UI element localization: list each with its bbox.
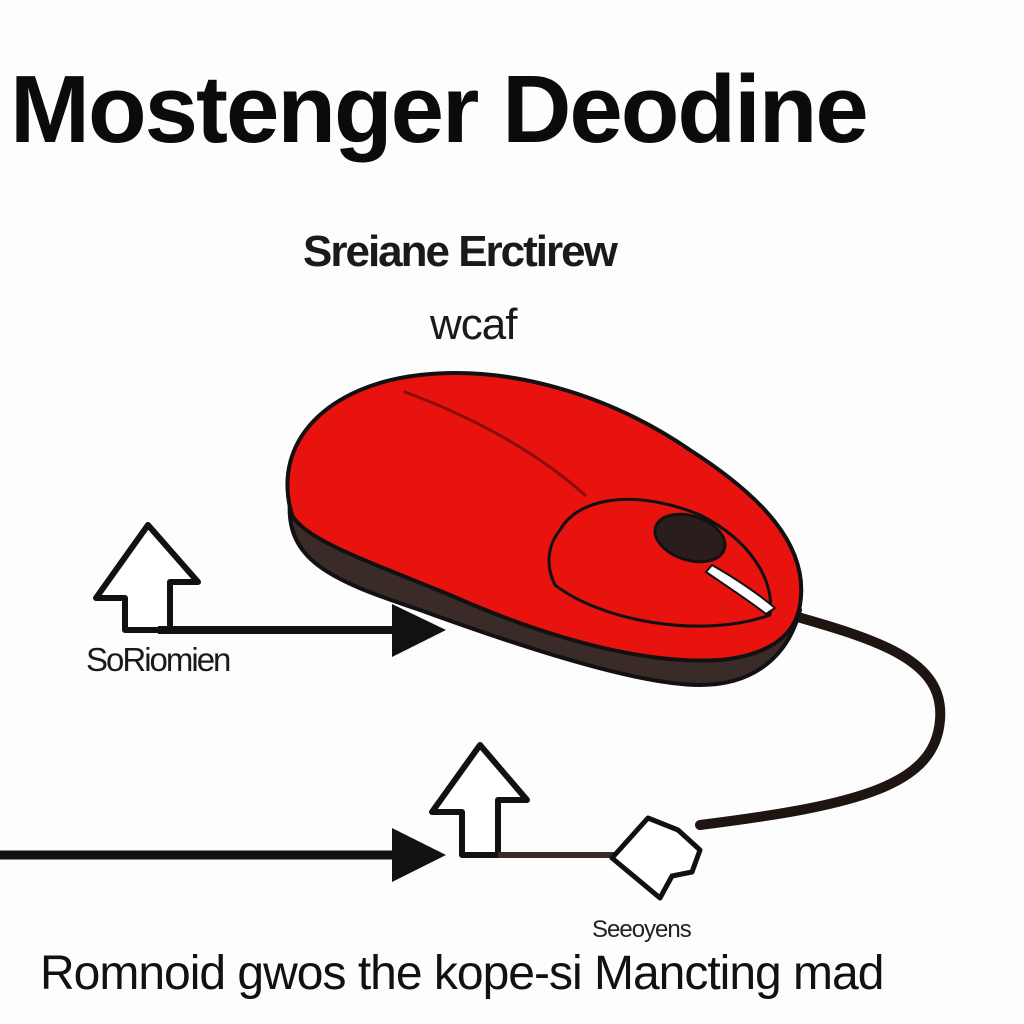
connector-label: Seeoyens [592,916,692,943]
connector-icon [609,815,703,901]
up-arrow-icon-lower [429,742,530,858]
right-arrow-icon [392,604,446,657]
bottom-caption: Romnoid gwos the kope-si Mancting mad [40,947,884,1000]
scroll-wheel-icon [653,512,727,564]
left-label: SoRiomien [86,641,231,678]
diagram-subtitle: Sreiane Erctirew [303,227,618,276]
diagram-subtitle-second-line: wcaf [430,300,517,349]
mouse-button-seam [403,390,587,497]
mouse-front-strip [704,563,777,616]
page-title: Mostenger Deodine [10,56,869,163]
mouse-cable [695,607,946,830]
right-arrow-icon-lower [392,828,446,882]
up-arrow-icon [93,522,201,633]
